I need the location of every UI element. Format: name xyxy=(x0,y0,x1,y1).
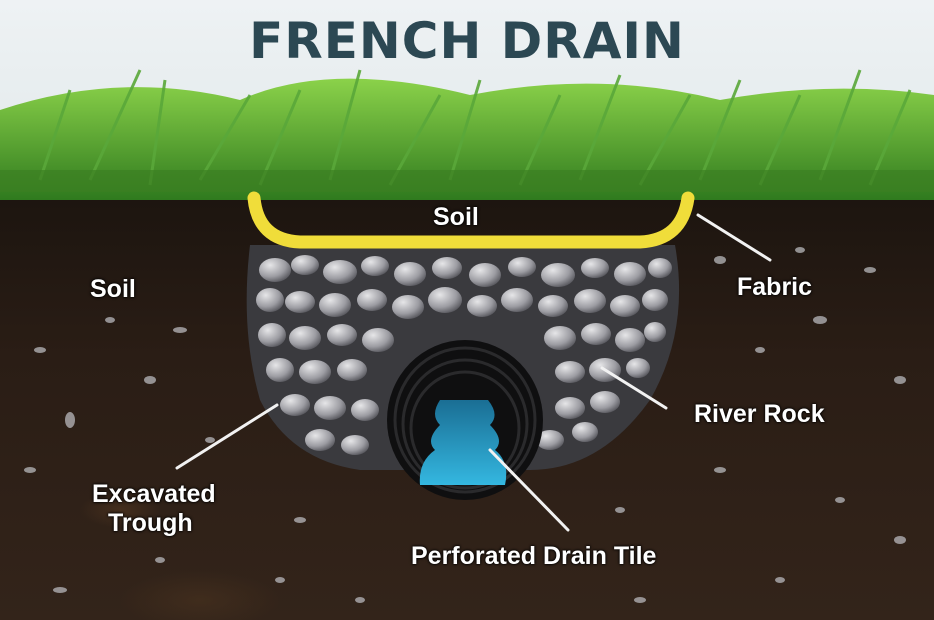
perforated-drain-tile xyxy=(387,340,543,500)
grass xyxy=(0,69,934,200)
label-perforated-drain-tile: Perforated Drain Tile xyxy=(411,542,657,570)
label-river-rock: River Rock xyxy=(694,400,825,428)
label-soil-left: Soil xyxy=(90,275,136,303)
label-fabric: Fabric xyxy=(737,273,813,301)
diagram-title: FRENCH DRAIN xyxy=(249,12,685,70)
label-soil-top: Soil xyxy=(433,203,479,231)
soil-pebbles xyxy=(24,247,906,603)
label-excavated-trough: Excavated Trough xyxy=(92,480,216,538)
leader-lines xyxy=(175,213,772,532)
fabric-layer xyxy=(247,191,695,249)
label-excavated-trough-line1: Excavated xyxy=(92,480,216,508)
label-excavated-trough-line2: Trough xyxy=(108,509,193,537)
